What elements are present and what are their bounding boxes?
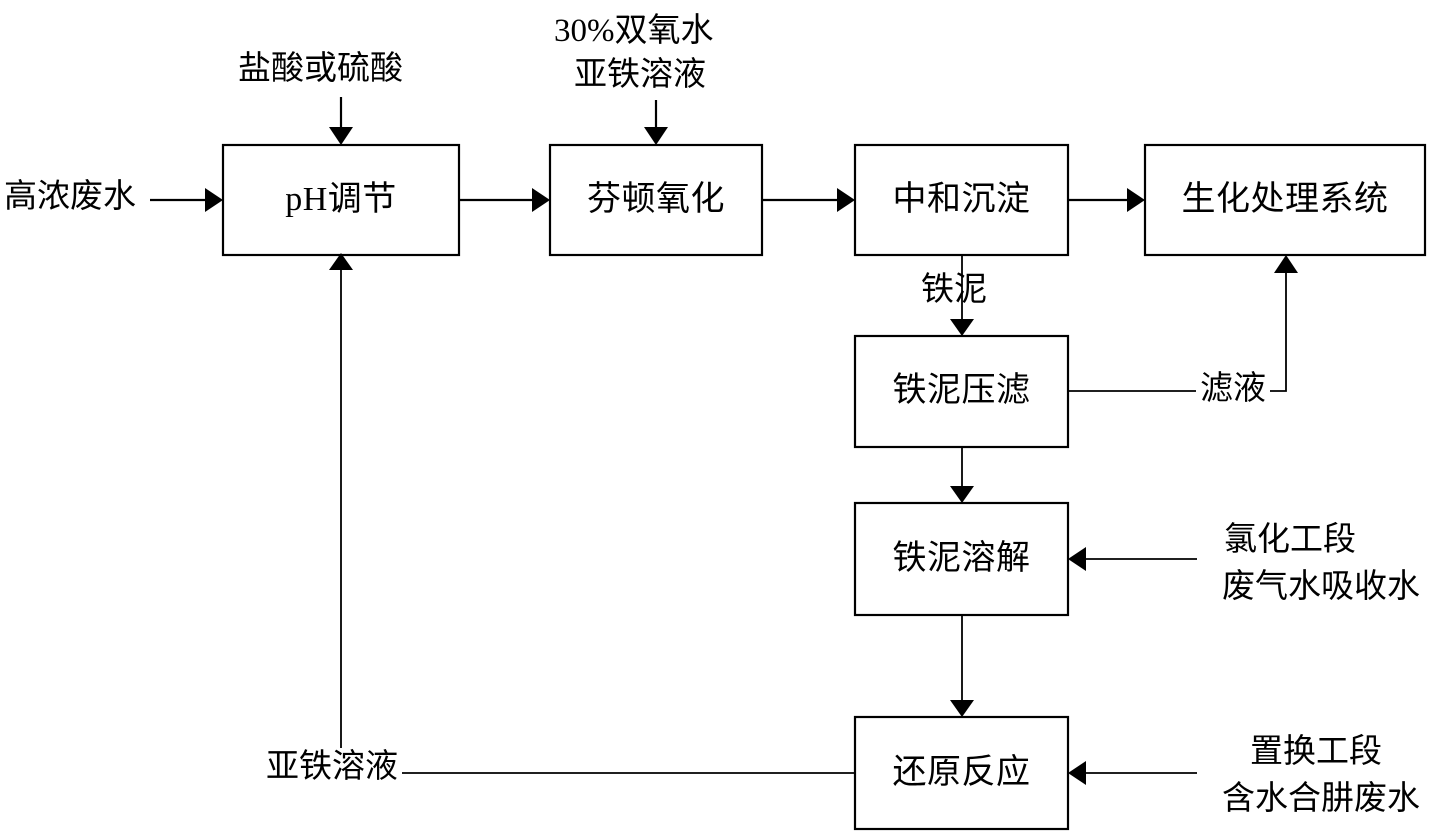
stream-label-influent: 高浓废水 xyxy=(4,179,136,215)
connection-influent-to-ph-adjust xyxy=(150,188,223,212)
stream-label-filtrate: 滤液 xyxy=(1196,370,1270,409)
box-reduction-reaction[interactable] xyxy=(853,715,1070,831)
connection-reduction-to-ph-adjust xyxy=(329,253,855,774)
connection-fenton-to-neutralize xyxy=(762,188,855,212)
connection-displacement-to-reduction xyxy=(1068,761,1197,785)
stream-label-ferrous-feed: 亚铁溶液 xyxy=(574,57,706,93)
stream-label-acid-feed: 盐酸或硫酸 xyxy=(238,51,403,87)
stream-label-iron-sludge: 铁泥 xyxy=(921,272,987,308)
box-fenton-oxidation[interactable] xyxy=(548,143,764,257)
connection-press-to-dissolve xyxy=(950,447,974,503)
connection-peroxide-to-fenton xyxy=(644,100,668,145)
stream-label-ferrous-recycle: 亚铁溶液 xyxy=(262,748,402,787)
connection-neutralize-to-press xyxy=(950,255,974,336)
stream-label-hydrazine-wastewater: 含水合肼废水 xyxy=(1222,781,1420,817)
box-iron-sludge-press[interactable] xyxy=(853,334,1070,449)
stream-label-peroxide-feed: 30%双氧水 xyxy=(554,13,714,49)
stream-label-displacement-section: 置换工段 xyxy=(1250,734,1382,770)
connection-dissolve-to-reduction xyxy=(950,615,974,717)
connection-acid-to-ph-adjust xyxy=(329,97,353,145)
connection-chlorination-to-dissolve xyxy=(1068,547,1197,571)
stream-label-chlorination-section: 氯化工段 xyxy=(1224,522,1356,558)
box-biochemical-system[interactable] xyxy=(1143,143,1427,257)
connection-press-to-biochemical xyxy=(1068,255,1298,392)
box-ph-adjust[interactable] xyxy=(221,143,461,257)
box-neutralize-precipitate[interactable] xyxy=(853,143,1070,257)
connection-neutralize-to-biochemical xyxy=(1068,188,1145,212)
box-iron-sludge-dissolve[interactable] xyxy=(853,501,1070,617)
stream-label-chlorination-absorb-water: 废气水吸收水 xyxy=(1222,569,1420,605)
connection-ph-adjust-to-fenton xyxy=(459,188,550,212)
